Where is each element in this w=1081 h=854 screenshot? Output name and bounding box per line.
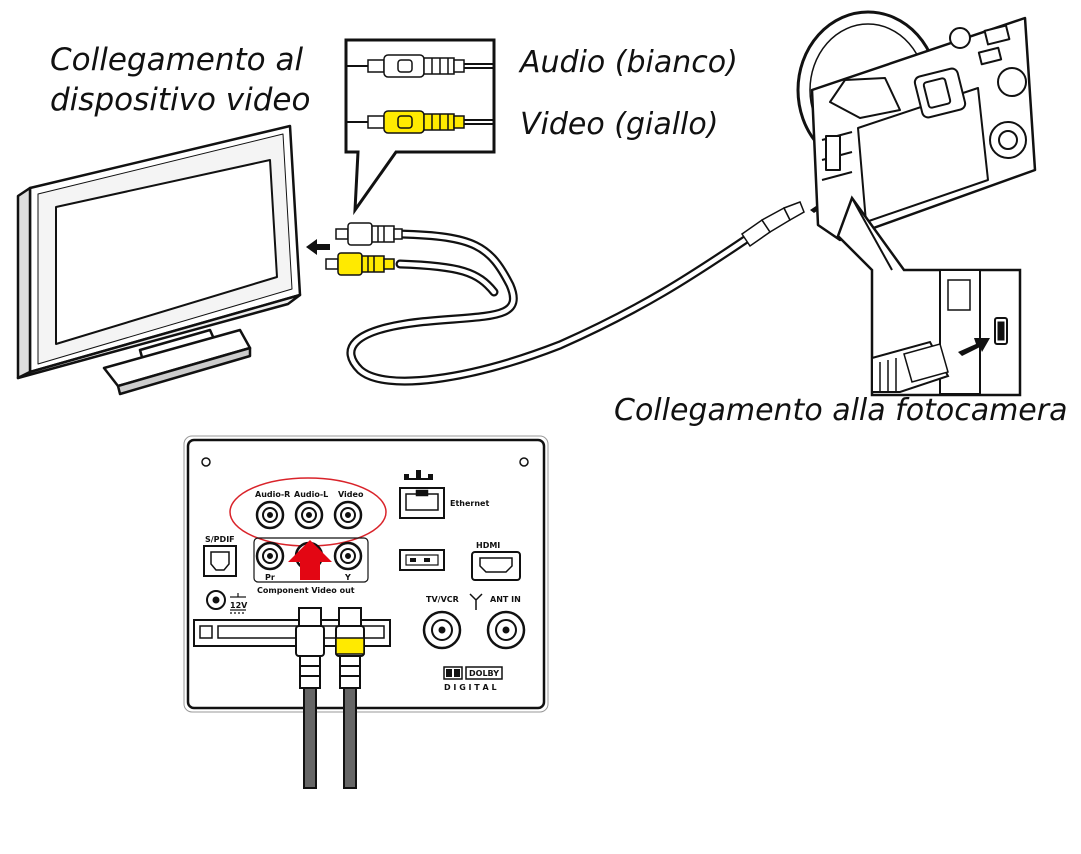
rca-jack-video — [333, 500, 363, 530]
antenna-icon — [469, 593, 483, 610]
label-ethernet: Ethernet — [450, 499, 489, 508]
camera-cable-connector — [740, 201, 805, 248]
audio-plug-white — [346, 54, 494, 78]
antin-coax — [486, 610, 526, 650]
label-y: Y — [344, 573, 351, 582]
label-spdif: S/PDIF — [205, 535, 235, 544]
cable-video-plug — [325, 252, 395, 276]
dc-jack — [206, 590, 226, 610]
spdif-port — [203, 545, 237, 577]
rca-callout — [344, 38, 496, 216]
rca-jack-audio-l — [294, 500, 324, 530]
port-zoom-inset — [836, 195, 1022, 397]
label-component: Component Video out — [257, 586, 355, 595]
label-pr: Pr — [265, 573, 275, 582]
label-tvvcr: TV/VCR — [426, 595, 459, 604]
label-dolby: DOLBY — [469, 669, 499, 678]
label-audio-r: Audio-R — [255, 490, 290, 499]
camera — [796, 10, 1037, 242]
network-icon — [404, 470, 433, 480]
hdmi-port — [471, 551, 521, 581]
caption-audio: Audio (bianco) — [518, 45, 738, 80]
label-hdmi: HDMI — [476, 541, 500, 550]
red-up-arrow-icon — [288, 540, 332, 580]
caption-tv-line1: Collegamento al — [50, 42, 303, 78]
label-video: Video — [338, 490, 364, 499]
rca-jack-pr — [255, 541, 285, 571]
rca-jack-audio-r — [255, 500, 285, 530]
inset-arrow-icon — [958, 338, 990, 356]
dolby-logo: DOLBY D I G I T A L — [443, 666, 503, 692]
cable-audio-plug — [335, 222, 403, 246]
caption-camera: Collegamento alla fotocamera — [614, 393, 1068, 428]
av-cable — [346, 229, 753, 386]
caption-tv-line2: dispositivo video — [50, 82, 310, 118]
label-digital: D I G I T A L — [444, 683, 497, 692]
left-arrow-icon — [306, 239, 330, 255]
dc-polarity-icon — [230, 593, 246, 614]
plugged-video-cable — [335, 607, 365, 789]
label-audio-l: Audio-L — [294, 490, 328, 499]
label-dc: 12V — [230, 601, 248, 610]
label-antin: ANT IN — [490, 595, 521, 604]
tv-monitor — [16, 124, 302, 396]
video-plug-yellow — [346, 110, 494, 134]
plugged-audio-cable — [295, 607, 325, 789]
caption-video: Video (giallo) — [520, 107, 718, 142]
ethernet-port — [399, 487, 445, 519]
back-panel: Audio-R Audio-L Video Pr Pb Y Component … — [183, 435, 549, 713]
tvvcr-coax — [422, 610, 462, 650]
rca-jack-y — [333, 541, 363, 571]
usb-port — [399, 549, 445, 571]
